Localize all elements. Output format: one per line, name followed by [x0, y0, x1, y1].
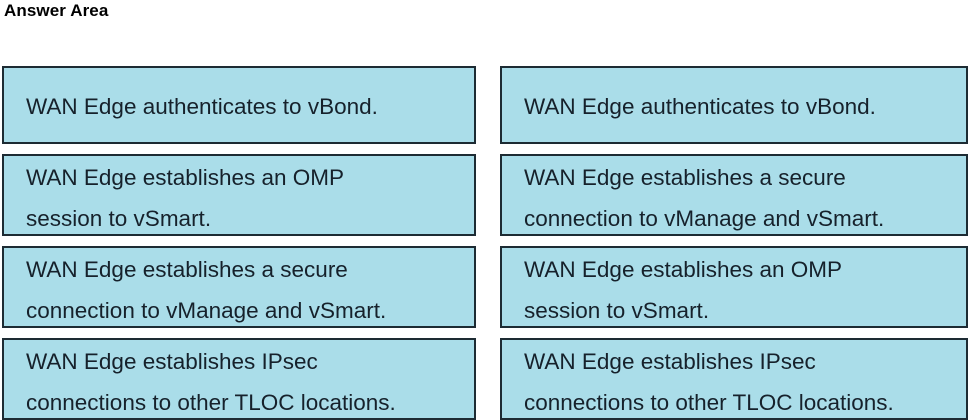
option-line: connection to vManage and vSmart.	[26, 298, 387, 323]
option-line: connections to other TLOC locations.	[524, 390, 894, 415]
option-box[interactable]: WAN Edge establishes an OMP session to v…	[2, 154, 476, 236]
option-box[interactable]: WAN Edge establishes IPsec connections t…	[500, 338, 968, 420]
answer-column-right: WAN Edge authenticates to vBond. WAN Edg…	[500, 66, 968, 420]
option-line: WAN Edge establishes an OMP	[26, 165, 345, 190]
option-line: connection to vManage and vSmart.	[524, 206, 885, 231]
option-line: WAN Edge establishes a secure	[524, 165, 846, 190]
option-box[interactable]: WAN Edge authenticates to vBond.	[500, 66, 968, 144]
option-line: WAN Edge authenticates to vBond.	[524, 94, 876, 119]
option-box[interactable]: WAN Edge establishes a secure connection…	[500, 154, 968, 236]
option-line: WAN Edge establishes a secure	[26, 257, 348, 282]
option-line: WAN Edge establishes IPsec	[26, 349, 318, 374]
answer-column-left: WAN Edge authenticates to vBond. WAN Edg…	[2, 66, 476, 420]
option-box[interactable]: WAN Edge establishes IPsec connections t…	[2, 338, 476, 420]
option-line: WAN Edge authenticates to vBond.	[26, 94, 378, 119]
option-line: session to vSmart.	[524, 298, 710, 323]
option-line: WAN Edge establishes an OMP	[524, 257, 843, 282]
option-line: session to vSmart.	[26, 206, 212, 231]
option-box[interactable]: WAN Edge establishes a secure connection…	[2, 246, 476, 328]
option-line: WAN Edge establishes IPsec	[524, 349, 816, 374]
option-line: connections to other TLOC locations.	[26, 390, 396, 415]
page-title: Answer Area	[4, 1, 109, 20]
option-box[interactable]: WAN Edge authenticates to vBond.	[2, 66, 476, 144]
option-box[interactable]: WAN Edge establishes an OMP session to v…	[500, 246, 968, 328]
